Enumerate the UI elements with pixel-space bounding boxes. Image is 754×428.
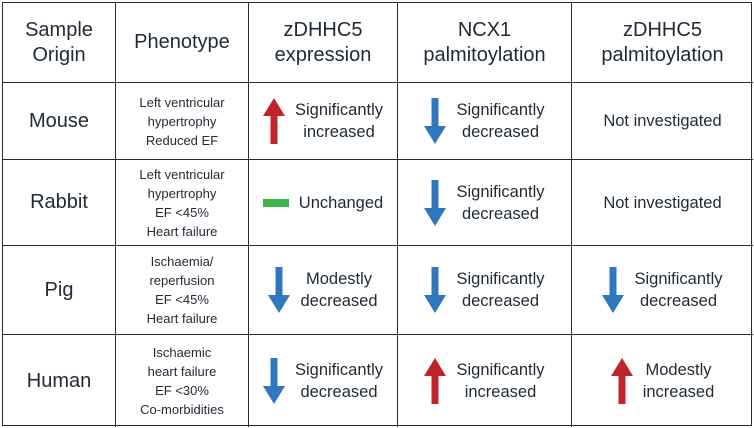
phenotype-line: EF <45% — [155, 292, 209, 307]
result-line: Significantly — [456, 270, 545, 288]
result-text: Not investigated — [603, 110, 721, 132]
result-line: decreased — [461, 204, 540, 223]
result-text: Significantly decreased — [456, 268, 544, 312]
result-text: Significantly decreased — [295, 359, 383, 403]
arrow-down-icon — [602, 267, 625, 313]
result-text: Not investigated — [603, 192, 721, 214]
column-header-label: zDHHC5 palmitoylation — [601, 18, 724, 66]
result-text: Unchanged — [299, 192, 383, 214]
column-header: NCX1 palmitoylation — [398, 3, 572, 83]
result-line: decreased — [300, 292, 378, 310]
column-header: Sample Origin — [3, 3, 116, 83]
result-cell: Unchanged — [249, 160, 398, 246]
result-cell: Significantly increased — [398, 335, 572, 427]
sample-origin-label: Human — [26, 369, 92, 392]
phenotype-line: EF <30% — [155, 383, 209, 398]
result-cell: Significantly increased — [249, 83, 398, 160]
result-line: decreased — [300, 383, 378, 401]
phenotype-line: Left ventricular — [139, 94, 225, 110]
result-line: Significantly — [456, 182, 545, 201]
result-cell: Not investigated — [572, 160, 753, 246]
result-line: Unchanged — [298, 193, 384, 212]
arrow-down-icon — [424, 179, 447, 226]
result-text: Significantly increased — [456, 359, 544, 403]
result-cell: Modestly increased — [572, 335, 753, 427]
phenotype-cell: Left ventricular hypertrophy EF <45% Heart … — [116, 160, 249, 246]
result-text: Modestly increased — [643, 359, 715, 403]
phenotype-line: Co-morbidities — [140, 402, 224, 417]
column-header-label: Phenotype — [134, 31, 230, 53]
result-line: Not investigated — [603, 112, 722, 130]
result-text: Significantly decreased — [634, 268, 722, 312]
phenotype-line: Ischaemia/ — [150, 254, 214, 269]
column-header-label: Sample Origin — [25, 18, 93, 66]
result-cell: Significantly decreased — [398, 246, 572, 335]
phenotype-line: hypertrophy — [147, 185, 217, 201]
arrow-up-icon — [424, 358, 447, 404]
column-header-label: NCX1 palmitoylation — [423, 18, 546, 66]
column-header: Phenotype — [116, 3, 249, 83]
phenotype-cell: Ischaemia/reperfusion EF <45% Heart failur… — [116, 246, 249, 335]
result-cell: Significantly decreased — [398, 83, 572, 160]
phenotype-line: Ischaemic — [152, 345, 212, 360]
result-line: Significantly — [294, 101, 384, 119]
sample-origin-label: Mouse — [28, 109, 90, 132]
result-text: Significantly decreased — [456, 181, 544, 225]
result-cell: Significantly decreased — [249, 335, 398, 427]
phenotype-line: heart failure — [147, 364, 217, 379]
result-line: Significantly — [294, 361, 384, 379]
arrow-down-icon — [424, 98, 447, 144]
result-cell: Modestly decreased — [249, 246, 398, 335]
result-line: Modestly — [305, 270, 373, 288]
unchanged-bar-icon — [262, 198, 289, 207]
arrow-up-icon — [610, 358, 633, 404]
sample-origin-cell: Rabbit — [3, 160, 116, 246]
result-text: Significantly decreased — [456, 99, 544, 143]
result-line: Significantly — [456, 101, 545, 119]
phenotype-line: Reduced EF — [145, 132, 219, 148]
phenotype-line: Left ventricular — [139, 166, 225, 182]
arrow-down-icon — [262, 358, 285, 404]
sample-origin-label: Pig — [44, 278, 74, 301]
arrow-up-icon — [262, 98, 285, 144]
result-line: increased — [642, 383, 715, 401]
sample-origin-cell: Pig — [3, 246, 116, 335]
result-line: decreased — [461, 292, 540, 310]
sample-origin-label: Rabbit — [30, 191, 88, 213]
phenotype-cell: Ischaemic heart failure EF <30% Co-morbidit… — [116, 335, 249, 427]
result-line: Significantly — [456, 361, 545, 379]
column-header: zDHHC5 palmitoylation — [572, 3, 753, 83]
sample-origin-cell: Mouse — [3, 83, 116, 160]
arrow-down-icon — [268, 267, 291, 313]
arrow-down-icon — [424, 267, 447, 313]
phenotype-line: Heart failure — [146, 311, 218, 326]
sample-origin-cell: Human — [3, 335, 116, 427]
column-header-label: zDHHC5 expression — [274, 18, 372, 66]
result-cell: Significantly decreased — [572, 246, 753, 335]
result-text: Modestly decreased — [300, 268, 377, 312]
result-line: increased — [303, 123, 375, 141]
result-line: Not investigated — [603, 193, 722, 212]
result-cell: Significantly decreased — [398, 160, 572, 246]
result-line: Significantly — [634, 270, 723, 288]
result-line: decreased — [639, 292, 718, 310]
result-line: increased — [464, 383, 537, 401]
phenotype-line: hypertrophy — [147, 113, 217, 129]
phenotype-line: reperfusion — [149, 273, 215, 288]
phenotype-line: Heart failure — [146, 223, 218, 239]
result-line: Modestly — [645, 361, 712, 379]
result-text: Significantly increased — [295, 99, 383, 143]
result-line: decreased — [461, 123, 540, 141]
phenotype-line: EF <45% — [155, 204, 209, 220]
column-header: zDHHC5 expression — [249, 3, 398, 83]
result-cell: Not investigated — [572, 83, 753, 160]
